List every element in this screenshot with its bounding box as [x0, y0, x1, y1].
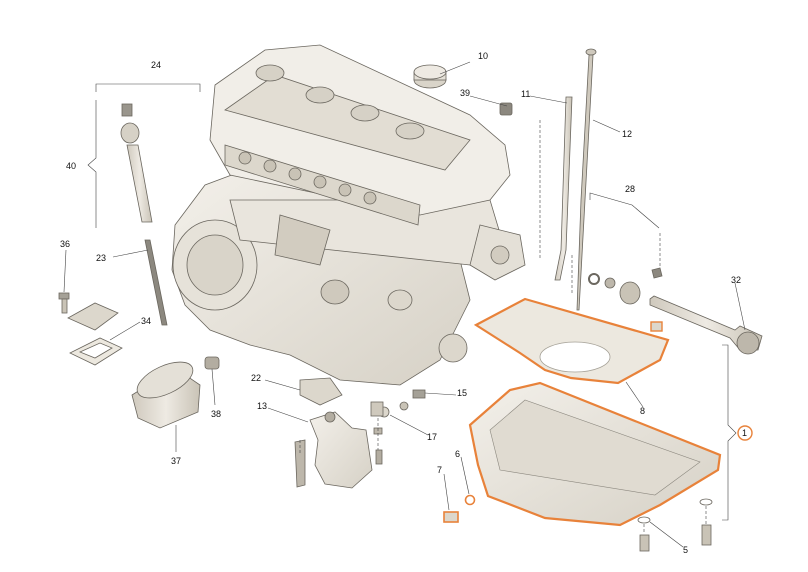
callout-10: 10	[478, 51, 489, 61]
callout-24: 24	[151, 60, 162, 70]
engine-block	[171, 169, 506, 386]
oil-pump	[294, 411, 373, 489]
pump-mounting-bracket	[299, 377, 343, 406]
sensor-part	[499, 102, 513, 116]
callout-39: 39	[460, 88, 471, 98]
oil-filler-cap	[413, 64, 447, 89]
filter-adaptor	[204, 356, 220, 370]
callout-5: 5	[683, 545, 689, 555]
side-cover-gasket	[69, 337, 123, 366]
leader-lines	[63, 61, 746, 548]
callout-1: 1	[742, 428, 748, 438]
callout-23: 23	[96, 253, 107, 263]
pump-fasteners	[370, 389, 426, 465]
callout-7: 7	[437, 465, 443, 475]
oil-filter	[131, 361, 201, 429]
drive-shaft	[649, 295, 763, 355]
callout-13: 13	[257, 401, 268, 411]
callout-32: 32	[731, 275, 742, 285]
callout-28: 28	[625, 184, 636, 194]
sump-bolts	[637, 498, 713, 552]
callout-8: 8	[640, 406, 646, 416]
oil-pump-shaft	[144, 239, 168, 326]
dipstick-tube	[554, 96, 573, 281]
callout-6: 6	[455, 449, 461, 459]
callout-11: 11	[521, 89, 531, 99]
callout-36: 36	[60, 239, 71, 249]
callout-22: 22	[251, 373, 262, 383]
drain-plug-small	[650, 321, 663, 332]
cylinder-head	[209, 44, 526, 281]
dipstick	[576, 48, 597, 311]
callout-1-ring	[737, 425, 753, 441]
side-cover-plate	[67, 302, 119, 331]
timing-gear-set	[588, 267, 663, 305]
callout-15: 15	[457, 388, 468, 398]
callout-40: 40	[66, 161, 77, 171]
sump-gasket	[473, 297, 670, 385]
sump-drain-plug	[443, 494, 476, 523]
callout-34: 34	[141, 316, 152, 326]
callout-37: 37	[171, 456, 182, 466]
cover-bolt	[58, 292, 70, 314]
callout-17: 17	[427, 432, 438, 442]
oil-pump-drive-gear	[120, 103, 153, 223]
callout-12: 12	[622, 129, 633, 139]
callout-38: 38	[211, 409, 222, 419]
oil-sump	[468, 381, 722, 527]
